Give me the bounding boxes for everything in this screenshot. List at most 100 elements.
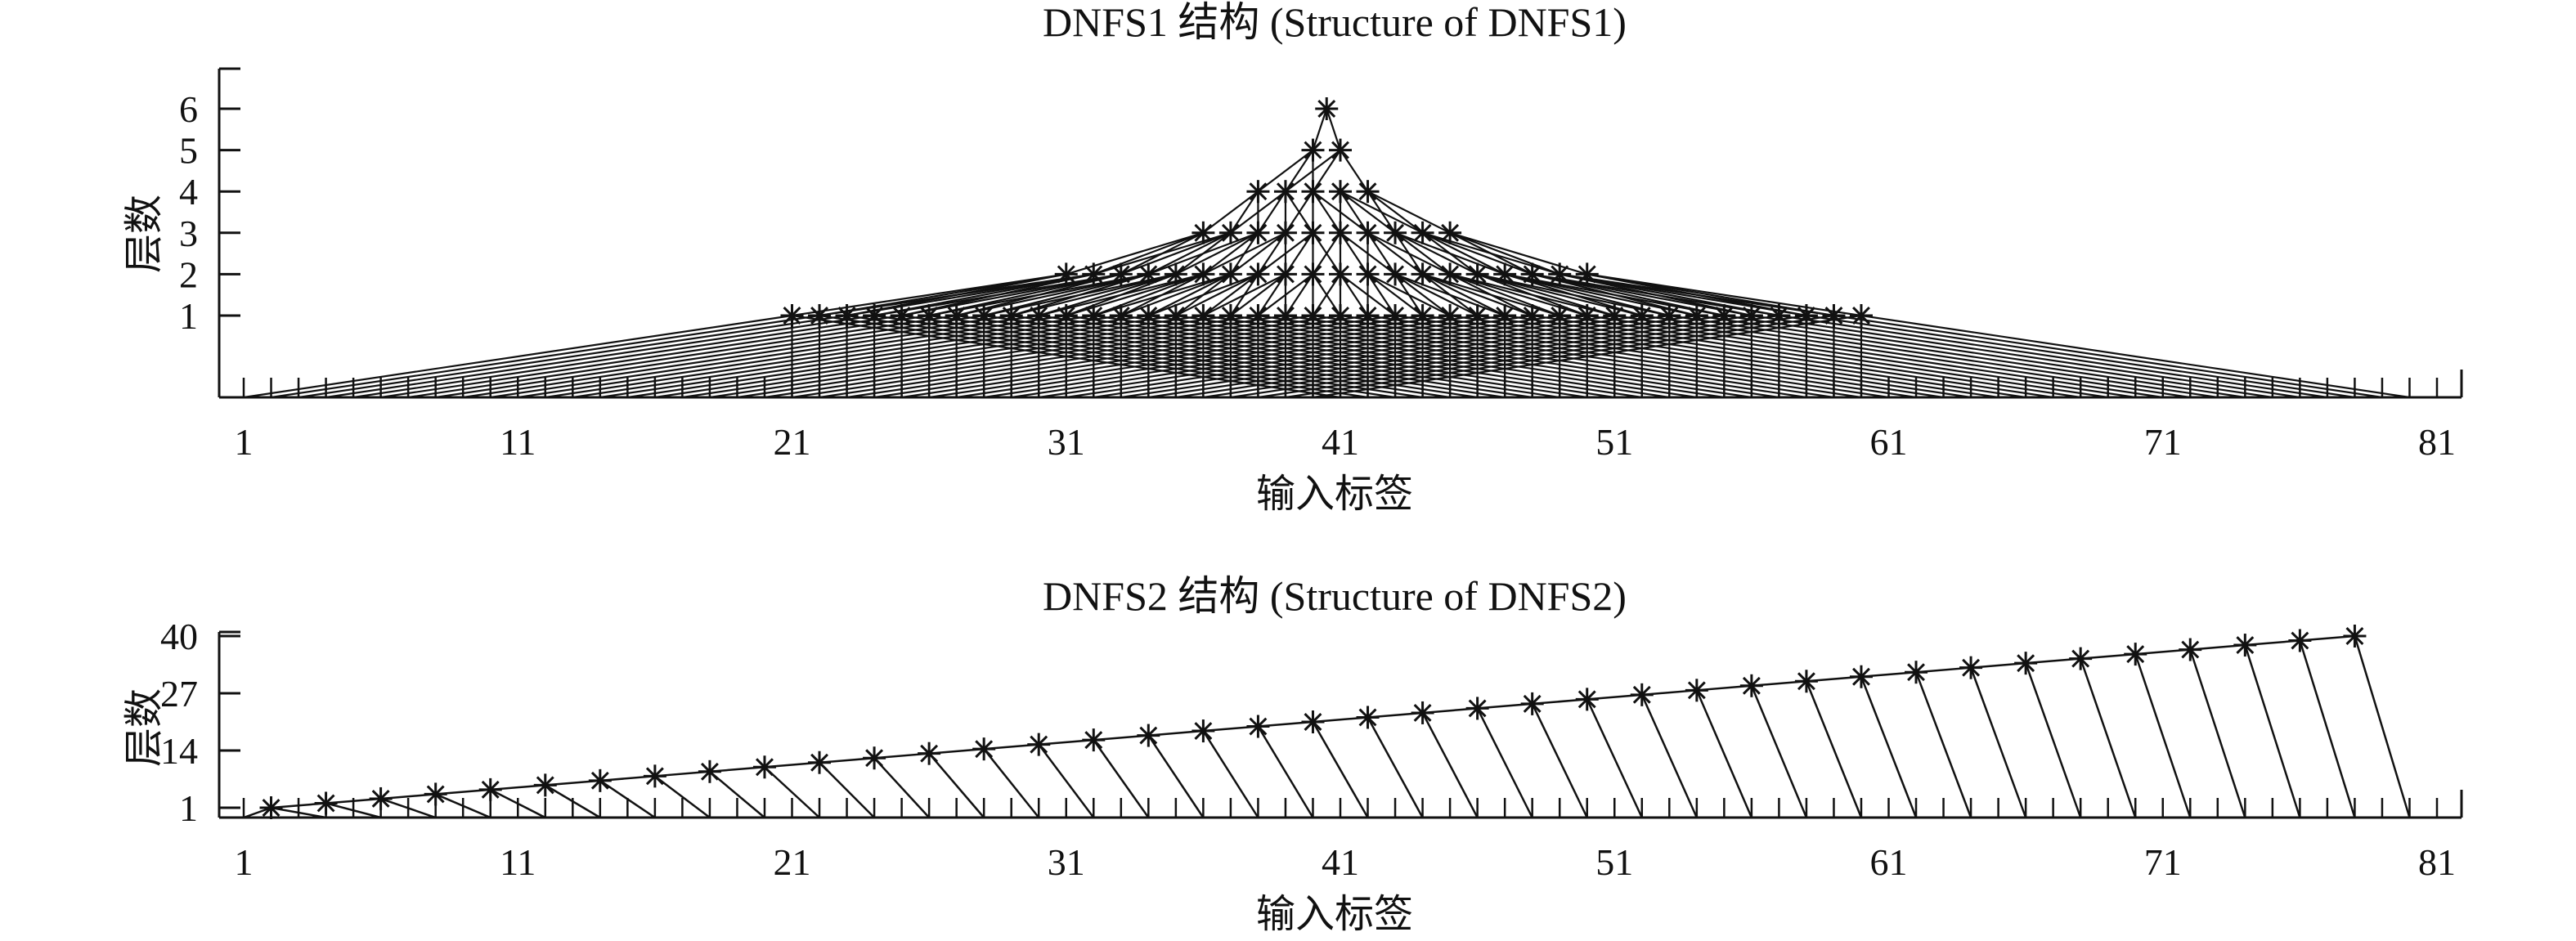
dnfs1-x-tick-label: 81 — [2418, 421, 2456, 463]
dnfs2-x-tick-label: 31 — [1048, 841, 1085, 883]
dnfs2-node — [1959, 656, 1983, 679]
dnfs1-x-tick-label: 71 — [2144, 421, 2182, 463]
dnfs1-y-axis-label: 层数 — [123, 195, 166, 273]
dnfs1-node-l1 — [808, 304, 832, 327]
dnfs1-edge — [1257, 190, 1286, 234]
dnfs1-node-l2 — [1411, 262, 1434, 286]
dnfs1-node-l3 — [1218, 221, 1242, 244]
dnfs1-node-l5 — [1329, 138, 1352, 162]
dnfs2-node — [1794, 670, 1818, 693]
dnfs2-node — [1301, 710, 1325, 733]
dnfs2-node — [752, 755, 776, 779]
dnfs1-edge — [599, 314, 1149, 399]
dnfs1-edge — [325, 314, 875, 399]
dnfs2-node — [698, 760, 721, 783]
dnfs1-node-l3 — [1246, 221, 1270, 244]
dnfs1-edge — [1586, 273, 1862, 317]
dnfs1-edge — [1285, 149, 1341, 193]
dnfs1-x-tick-label: 61 — [1870, 421, 1908, 463]
dnfs2-node — [259, 796, 283, 819]
dnfs1-node-l1 — [1603, 304, 1627, 327]
dnfs1-edge — [709, 314, 1259, 399]
dnfs2-edge — [2024, 662, 2082, 818]
dnfs1-node-l1 — [1685, 304, 1708, 327]
dnfs2-node — [1356, 706, 1380, 729]
dnfs1-edge — [1394, 231, 1479, 276]
dnfs1-edge — [1147, 273, 1232, 316]
dnfs2-edge — [1421, 712, 1479, 818]
dnfs1-node-l1 — [1438, 304, 1462, 327]
dnfs2-edge — [764, 766, 820, 818]
dnfs2-edge — [1531, 703, 1588, 818]
dnfs1-edge — [1367, 273, 1424, 316]
dnfs2-node — [533, 773, 557, 797]
dnfs1-edge — [1312, 273, 1341, 316]
dnfs1-edge — [1175, 314, 1725, 399]
dnfs1-node-l2 — [1164, 262, 1187, 286]
dnfs1-edge — [1449, 273, 1533, 316]
dnfs1-edge — [1422, 273, 1533, 317]
dnfs2-edge — [1750, 685, 1808, 818]
dnfs1-edge — [1724, 314, 2273, 399]
dnfs1-edge — [1202, 231, 1259, 276]
dnfs1-edge — [1066, 273, 1204, 317]
dnfs2-node — [369, 786, 393, 810]
dnfs1-node-l1 — [1027, 304, 1051, 327]
dnfs1-node-l1 — [1712, 304, 1736, 327]
dnfs1-node-l2 — [1218, 262, 1242, 286]
dnfs1-edge — [1175, 231, 1259, 276]
dnfs2-node — [1027, 733, 1051, 756]
dnfs2-x-tick-label: 81 — [2418, 841, 2456, 883]
dnfs1-node-l2 — [1082, 262, 1106, 286]
dnfs1-node-l3 — [1438, 221, 1462, 244]
dnfs1-x-axis-label: 输入标签 — [1256, 473, 1413, 516]
dnfs2-edge — [654, 775, 711, 818]
dnfs1-x-tick-label: 11 — [500, 421, 536, 463]
dnfs1-edge — [298, 314, 847, 399]
dnfs1-node-l1 — [1548, 304, 1572, 327]
dnfs1-node-l1 — [999, 304, 1023, 327]
dnfs1-edge — [764, 314, 1313, 399]
dnfs2-node — [1575, 688, 1599, 711]
dnfs1-edge — [819, 314, 1368, 399]
dnfs1-node-l4 — [1246, 180, 1270, 204]
dnfs2-node — [2069, 647, 2093, 670]
dnfs1-node-l1 — [1384, 304, 1407, 327]
dnfs2-node — [918, 742, 941, 765]
dnfs1-title: DNFS1 结构 (Structure of DNFS1) — [1043, 0, 1627, 45]
dnfs2-node — [2343, 625, 2367, 647]
dnfs1-edge — [1230, 190, 1286, 234]
dnfs1-node-l4 — [1273, 180, 1297, 204]
dnfs2-node — [1192, 719, 1215, 743]
dnfs1-edge — [627, 314, 1177, 399]
dnfs1-edge — [1394, 232, 1424, 276]
dnfs2-edge — [2299, 640, 2356, 818]
dnfs1-edge — [1586, 273, 1807, 317]
dnfs1-node-l3 — [1329, 221, 1352, 244]
dnfs2-x-tick-label: 51 — [1595, 841, 1633, 883]
dnfs1-edge — [1285, 232, 1314, 276]
dnfs1-edge — [1394, 273, 1479, 316]
dnfs1-edge — [1011, 314, 1560, 399]
dnfs1-edge — [1120, 231, 1232, 276]
dnfs1-node-l3 — [1384, 221, 1407, 244]
dnfs1-edge — [1257, 232, 1286, 276]
dnfs1-node-l1 — [1218, 304, 1242, 327]
dnfs1-y-tick-label: 1 — [179, 295, 198, 337]
dnfs1-edge — [490, 314, 1039, 399]
dnfs1-node-l1 — [1301, 304, 1325, 327]
dnfs2-node — [1465, 697, 1489, 720]
dnfs1-edge — [792, 314, 1341, 399]
dnfs1-edge — [1202, 273, 1286, 316]
dnfs1-edge — [435, 314, 985, 399]
dnfs1-edge — [1039, 314, 1587, 399]
dnfs1-node-l1 — [1411, 304, 1434, 327]
dnfs1-edge — [1120, 273, 1232, 317]
dnfs2-node — [314, 791, 338, 815]
dnfs1-edge — [1477, 273, 1588, 317]
dnfs2-node — [2014, 652, 2038, 675]
dnfs1-edge — [1202, 273, 1259, 316]
dnfs1-edge — [873, 273, 1121, 317]
dnfs1-y-tick-label: 4 — [179, 171, 198, 213]
